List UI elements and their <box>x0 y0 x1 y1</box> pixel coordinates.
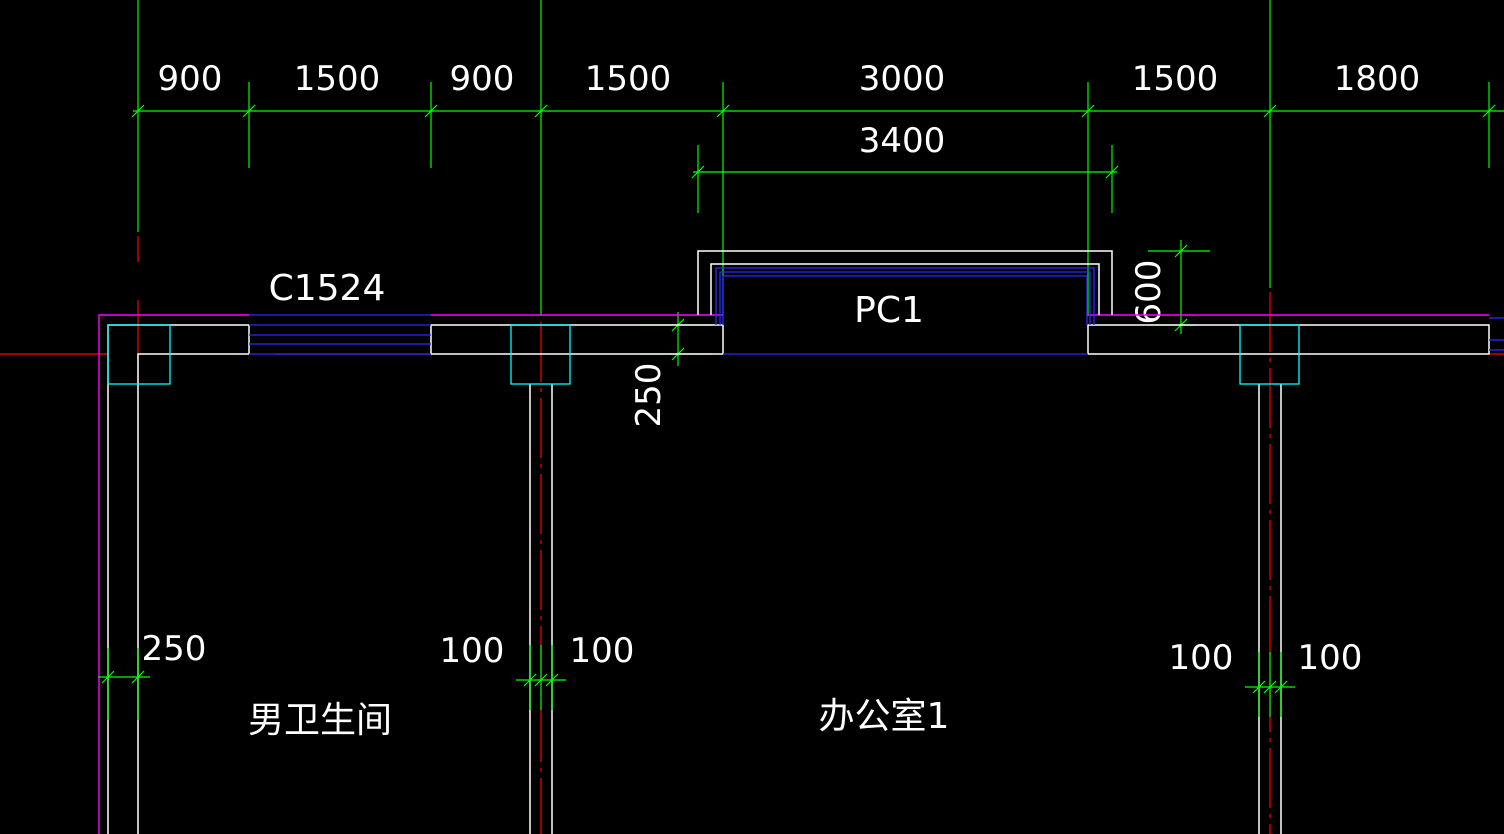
wall-top-right <box>1087 324 1490 355</box>
window-pc1-line <box>722 275 1088 325</box>
left-wall-thickness-text: 250 <box>142 629 207 669</box>
top-wall-thickness-dimension <box>640 312 712 366</box>
partition-dimensions <box>98 645 1295 720</box>
tick <box>1263 680 1277 694</box>
dim-text-1: 900 <box>158 59 223 99</box>
wall-top-middle <box>430 324 724 355</box>
partition-1-left-text: 100 <box>440 631 505 671</box>
tick <box>1274 680 1288 694</box>
columns <box>107 324 1300 385</box>
partition-2-right-text: 100 <box>1298 638 1363 678</box>
bay-window-width-text: 3400 <box>859 121 946 161</box>
outline-left <box>98 314 249 834</box>
tick <box>523 673 537 687</box>
column-3 <box>1239 324 1300 385</box>
tick <box>1105 165 1119 179</box>
bay-window-width-dimension <box>691 145 1119 213</box>
tick <box>1252 680 1266 694</box>
tick <box>131 670 145 684</box>
tick <box>1263 104 1277 118</box>
tick <box>424 104 438 118</box>
partition-1-right-text: 100 <box>570 631 635 671</box>
top-dimension-chain <box>131 0 1504 316</box>
tick <box>691 165 705 179</box>
dim-text-7: 1800 <box>1334 59 1421 99</box>
dim-text-5: 3000 <box>859 59 946 99</box>
wall-outline <box>98 314 1489 834</box>
top-wall-thickness-text: 250 <box>629 363 669 428</box>
bay-window-depth-text: 600 <box>1129 260 1169 325</box>
tick <box>1174 244 1188 258</box>
tick <box>534 104 548 118</box>
dim-text-6: 1500 <box>1132 59 1219 99</box>
tick <box>716 104 730 118</box>
partition-2-left-text: 100 <box>1169 638 1234 678</box>
column-1 <box>107 324 171 385</box>
tick <box>545 673 559 687</box>
dim-text-2: 1500 <box>294 59 381 99</box>
dim-text-4: 1500 <box>585 59 672 99</box>
tick <box>101 670 115 684</box>
window-pc1-line <box>715 267 1095 325</box>
wall-left-outer <box>107 324 249 834</box>
tick <box>131 104 145 118</box>
room-label-mens-restroom: 男卫生间 <box>248 700 392 741</box>
wall-left-inner <box>137 353 170 834</box>
dim-text-3: 900 <box>450 59 515 99</box>
window-pc1-line <box>719 271 1091 325</box>
bay-frame-outer <box>697 250 1113 315</box>
tick <box>1081 104 1095 118</box>
window-tag-c1524: C1524 <box>269 268 386 309</box>
walls <box>107 250 1490 834</box>
top-dimension-texts: 900 1500 900 1500 3000 1500 1800 <box>158 59 1421 99</box>
column-2 <box>510 324 571 385</box>
tick <box>534 673 548 687</box>
bay-frame-inner <box>710 263 1100 315</box>
windows <box>249 267 1504 355</box>
room-label-office-1: 办公室1 <box>819 696 950 737</box>
window-tag-pc1: PC1 <box>854 290 924 331</box>
tick <box>1482 104 1496 118</box>
tick <box>242 104 256 118</box>
